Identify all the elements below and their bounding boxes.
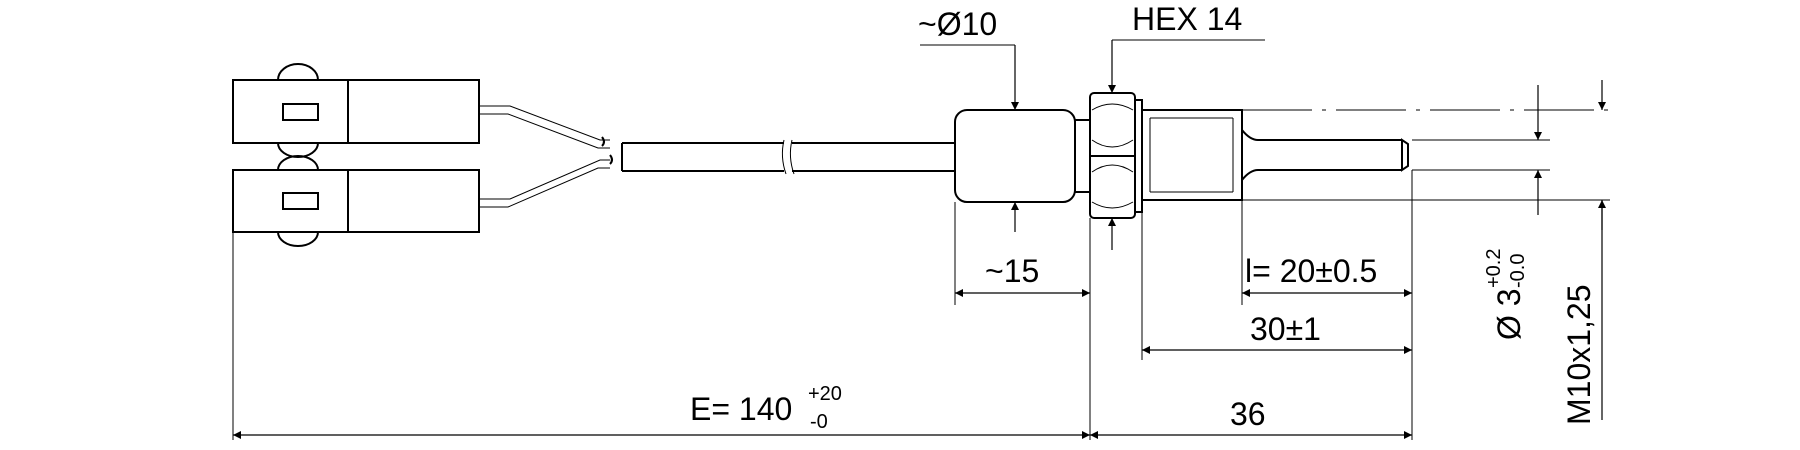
label-dia-approx: ~Ø10: [918, 6, 997, 42]
connector-bottom: [232, 155, 480, 247]
probe-dia-tol-plus: +0.2: [1483, 249, 1505, 288]
cable-length-tol-minus: -0: [810, 411, 828, 433]
label-len-15: ~15: [985, 253, 1039, 289]
probe-dia-main: Ø 3: [1491, 288, 1527, 340]
cable-length-tol-plus: +20: [808, 383, 842, 405]
label-overall-36: 36: [1230, 396, 1266, 432]
label-cable-length: E= 140 +20 -0: [690, 383, 842, 433]
connector-latch-icon: [282, 103, 319, 121]
cable-length-main: E= 140: [690, 391, 792, 427]
cable: [621, 139, 955, 175]
wires: [479, 105, 613, 208]
connector-top: [232, 63, 480, 158]
label-hex: HEX 14: [1132, 1, 1242, 37]
label-thread: M10x1,25: [1561, 284, 1597, 425]
connector-latch-icon: [282, 192, 319, 210]
thread-body: [1141, 109, 1243, 201]
label-insertion: l= 20±0.5: [1245, 253, 1377, 289]
probe-tip: [1241, 129, 1409, 181]
label-thread-len: 30±1: [1250, 311, 1321, 347]
sleeve: [954, 109, 1091, 203]
dimension-lines: [233, 40, 1606, 439]
extension-lines: [232, 39, 1610, 440]
label-probe-diameter: Ø 3 +0.2 -0.0: [1483, 249, 1529, 340]
probe-dia-tol-minus: -0.0: [1507, 254, 1529, 288]
hex-nut: [1089, 92, 1143, 219]
